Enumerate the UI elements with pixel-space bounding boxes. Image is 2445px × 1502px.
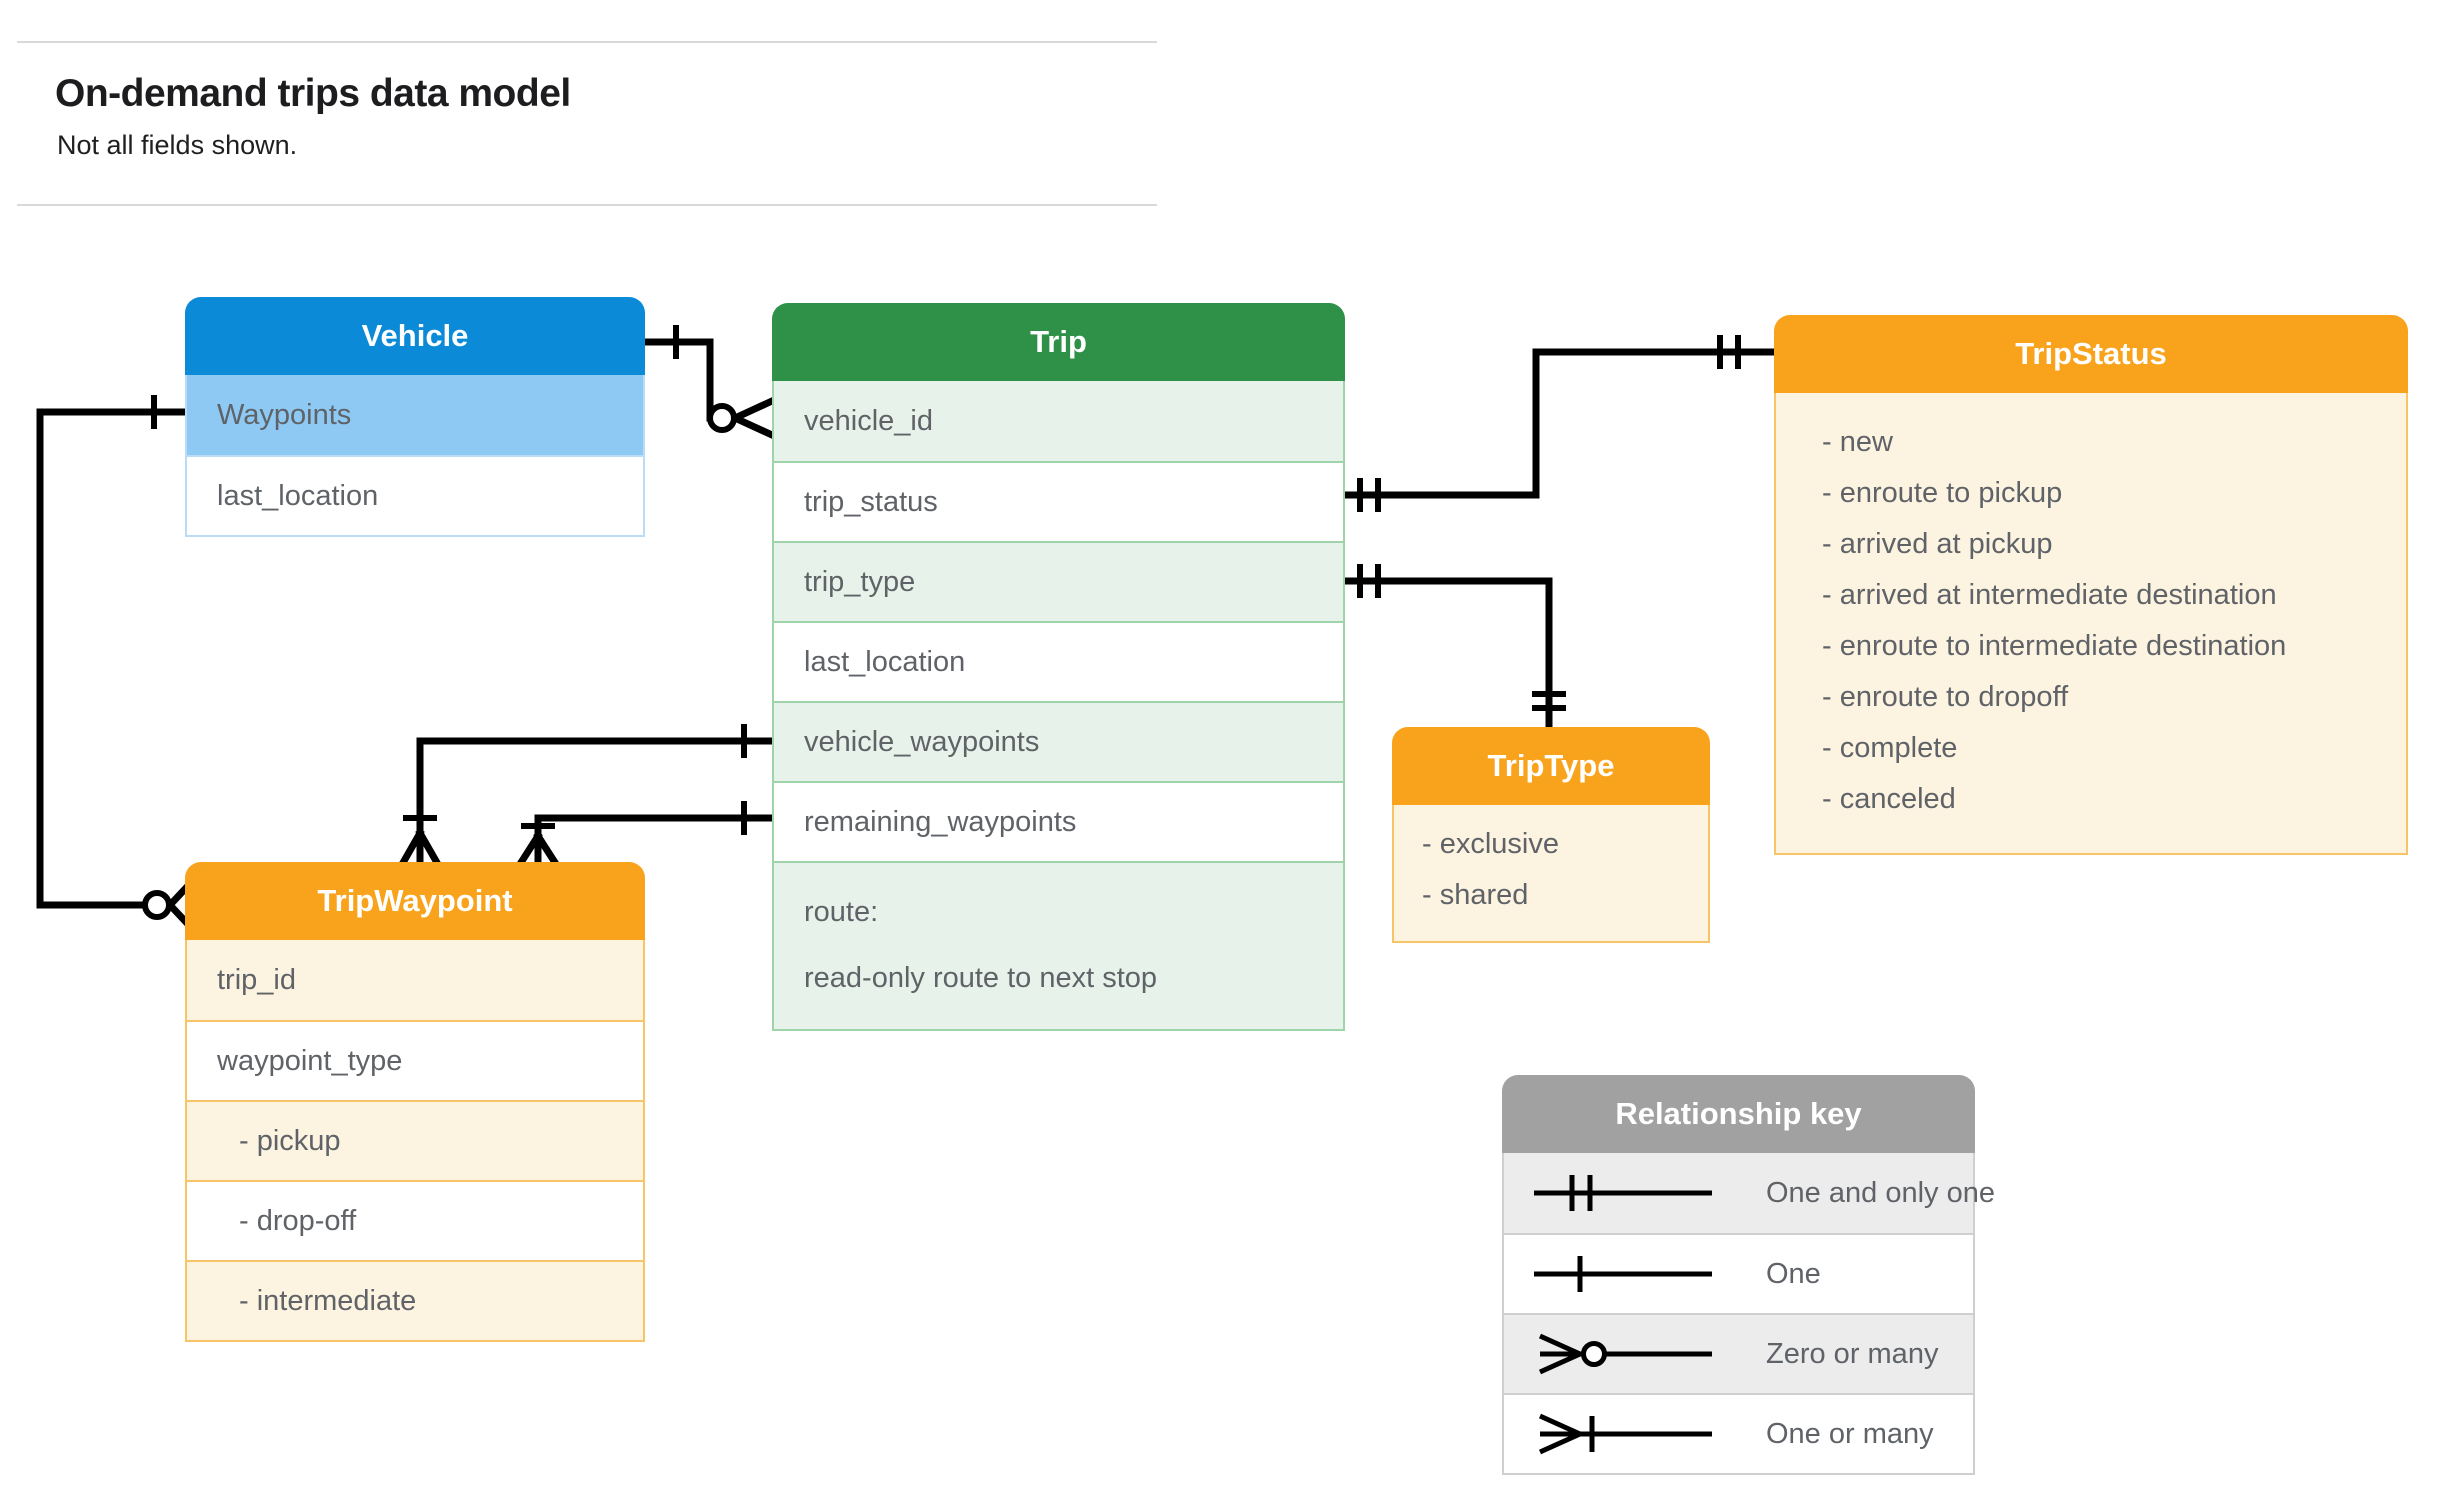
route-description: read-only route to next stop xyxy=(804,962,1158,994)
connector-remaining-waypoints-field xyxy=(517,801,776,866)
entity-trip-header: Trip xyxy=(772,303,1345,381)
legend-row-zero-or-many: Zero or many xyxy=(1504,1313,1973,1393)
legend-label: One and only one xyxy=(1766,1176,1995,1209)
field-row-remaining-waypoints: remaining_waypoints xyxy=(774,781,1343,861)
crow-foot-icon xyxy=(517,831,559,866)
enum-value: - shared xyxy=(1422,879,1529,911)
page-title: On-demand trips data model xyxy=(55,72,571,115)
one-and-only-one-ticks xyxy=(1357,564,1381,598)
one-icon xyxy=(1534,1256,1712,1292)
field-row-vehicle-id: vehicle_id xyxy=(774,381,1343,461)
trip-type-values: - exclusive - shared xyxy=(1394,805,1708,941)
enum-value: - exclusive xyxy=(1422,828,1559,860)
enum-row-intermediate: - intermediate xyxy=(187,1260,643,1340)
legend-label: Zero or many xyxy=(1766,1337,1939,1370)
enum-value: - arrived at pickup xyxy=(1822,528,2053,560)
enum-row-pickup: - pickup xyxy=(187,1100,643,1180)
legend-row-one-and-only-one: One and only one xyxy=(1504,1153,1995,1233)
one-and-only-one-ticks xyxy=(1532,691,1566,711)
legend-label: One xyxy=(1766,1257,1821,1290)
route-label: route: xyxy=(804,896,879,928)
enum-value: - enroute to dropoff xyxy=(1822,681,2069,713)
enum-value: - enroute to pickup xyxy=(1822,477,2063,509)
enum-row-drop-off: - drop-off xyxy=(187,1180,643,1260)
field-row-last-location: last_location xyxy=(187,455,643,535)
field-row-trip-type: trip_type xyxy=(774,541,1343,621)
crow-foot-icon xyxy=(399,828,441,866)
title-divider xyxy=(17,204,1157,206)
zero-circle-icon xyxy=(142,890,172,920)
legend-row-one: One xyxy=(1504,1233,1973,1313)
relationship-key: Relationship key One and only one One xyxy=(1502,1075,1995,1475)
field-row-waypoints: Waypoints xyxy=(187,375,643,455)
connector-vehicle-waypoints-to-tripwaypoint xyxy=(36,395,190,926)
enum-value: - complete xyxy=(1822,732,1958,764)
enum-value: - arrived at intermediate destination xyxy=(1822,579,2277,611)
entity-vehicle-header: Vehicle xyxy=(185,297,645,375)
one-and-only-one-ticks xyxy=(1717,335,1741,369)
field-row-route: route: read-only route to next stop xyxy=(774,861,1343,1029)
field-row-trip-id: trip_id xyxy=(187,940,643,1020)
legend-row-one-or-many: One or many xyxy=(1504,1393,1973,1473)
entity-trip-type: TripType - exclusive - shared xyxy=(1392,727,1710,943)
one-and-only-one-icon xyxy=(1534,1175,1712,1211)
trip-status-values: - new - enroute to pickup - arrived at p… xyxy=(1776,393,2406,853)
entity-trip-type-body: - exclusive - shared xyxy=(1392,805,1710,943)
crow-foot-icon xyxy=(730,396,777,440)
page-subtitle: Not all fields shown. xyxy=(57,130,298,160)
connector-trip-type xyxy=(1341,564,1566,731)
relationship-key-header: Relationship key xyxy=(1502,1075,1975,1153)
connector-vehicle-to-trip xyxy=(641,325,777,440)
one-or-many-icon xyxy=(1538,1413,1712,1455)
connector-trip-status xyxy=(1341,335,1778,512)
zero-circle-icon xyxy=(707,403,737,433)
enum-value: - new xyxy=(1822,426,1893,458)
entity-trip-status-header: TripStatus xyxy=(1774,315,2408,393)
field-row-vehicle-waypoints: vehicle_waypoints xyxy=(774,701,1343,781)
entity-trip-waypoint-header: TripWaypoint xyxy=(185,862,645,940)
field-row-trip-status: trip_status xyxy=(774,461,1343,541)
entity-trip-body: vehicle_id trip_status trip_type last_lo… xyxy=(772,381,1345,1031)
relationship-key-body: One and only one One Zero or many xyxy=(1502,1153,1995,1475)
one-and-only-one-ticks xyxy=(1357,478,1381,512)
enum-value: - enroute to intermediate destination xyxy=(1822,630,2287,662)
entity-trip-status-body: - new - enroute to pickup - arrived at p… xyxy=(1774,393,2408,855)
entity-vehicle: Vehicle Waypoints last_location xyxy=(185,297,645,537)
field-row-last-location: last_location xyxy=(774,621,1343,701)
legend-label: One or many xyxy=(1766,1417,1934,1450)
entity-trip: Trip vehicle_id trip_status trip_type la… xyxy=(772,303,1345,1031)
entity-vehicle-body: Waypoints last_location xyxy=(185,375,645,537)
entity-trip-waypoint: TripWaypoint trip_id waypoint_type - pic… xyxy=(185,862,645,1342)
entity-trip-waypoint-body: trip_id waypoint_type - pickup - drop-of… xyxy=(185,940,645,1342)
entity-trip-status: TripStatus - new - enroute to pickup - a… xyxy=(1774,315,2408,855)
enum-value: - canceled xyxy=(1822,783,1956,815)
field-row-waypoint-type: waypoint_type xyxy=(187,1020,643,1100)
top-divider xyxy=(17,41,1157,43)
zero-or-many-icon xyxy=(1538,1333,1712,1375)
connector-vehicle-waypoints-field xyxy=(399,724,776,866)
crow-foot-icon xyxy=(144,884,190,926)
entity-trip-type-header: TripType xyxy=(1392,727,1710,805)
